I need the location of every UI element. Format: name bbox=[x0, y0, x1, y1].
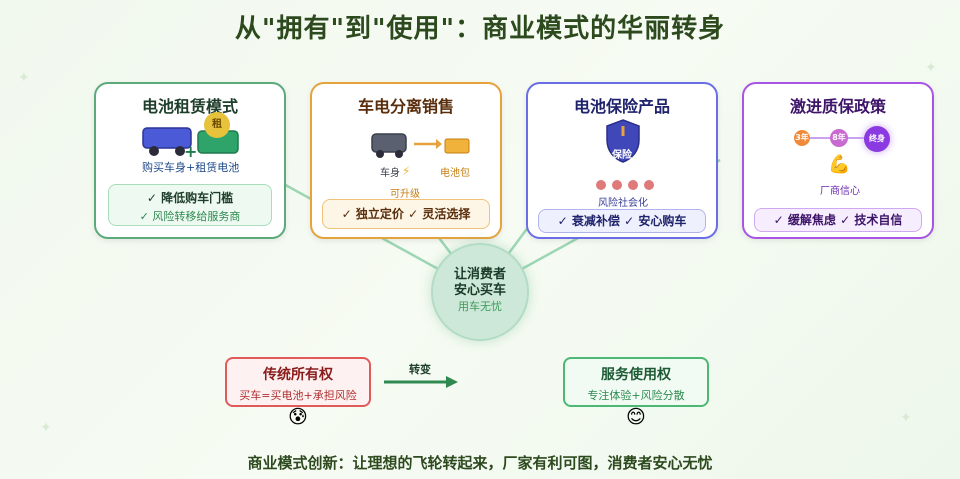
arrow-right-icon bbox=[414, 139, 442, 149]
smiling-face-icon: 😊 bbox=[626, 406, 646, 428]
sparkle-icon: ✦ bbox=[900, 410, 912, 426]
center-line-1: 让消费者 bbox=[453, 267, 506, 282]
card-battery-separation: 车电分离销售 车身 电池包 ⚡ 可升级 ✓ 独立定价 ✓ 灵活选择 bbox=[310, 82, 502, 239]
card-points-box: ✓ 衰减补偿 ✓ 安心购车 bbox=[538, 209, 706, 233]
car-body-label: 车身 bbox=[380, 168, 400, 179]
card-aggressive-warranty: 激进质保政策 3年 8年 终身 💪 厂商信心 ✓ 缓解焦虑 ✓ 技术自信 bbox=[742, 82, 934, 239]
people-dots bbox=[596, 180, 656, 192]
timeline-3-years: 3年 bbox=[794, 130, 810, 146]
shield-icon bbox=[606, 119, 640, 163]
upgrade-label: 可升级 bbox=[390, 189, 420, 200]
person-dot bbox=[596, 180, 606, 190]
footer-summary: 商业模式创新：让理想的飞轮转起来，厂家有利可图，消费者安心无忧 bbox=[247, 454, 713, 472]
person-dot bbox=[628, 180, 638, 190]
card-caption: 风险社会化 bbox=[598, 198, 648, 209]
truck-icon bbox=[142, 127, 192, 156]
card-title: 车电分离销售 bbox=[357, 97, 454, 116]
muscle-icon: 💪 bbox=[828, 154, 851, 175]
center-goal-circle: 让消费者 安心买车 用车无忧 bbox=[431, 243, 529, 341]
service-desc: 专注体验+风险分散 bbox=[587, 389, 685, 402]
traditional-desc: 买车=买电池+承担风险 bbox=[239, 389, 357, 402]
card-points-box: ✓ 独立定价 ✓ 灵活选择 bbox=[322, 199, 490, 229]
transition-arrow-icon bbox=[384, 376, 458, 388]
car-body-icon bbox=[371, 133, 407, 158]
card-caption: 购买车身+租赁电池 bbox=[142, 161, 240, 174]
center-line-3: 用车无忧 bbox=[458, 300, 502, 313]
sparkle-icon: ✦ bbox=[18, 70, 30, 86]
page-title: 从"拥有"到"使用"：商业模式的华丽转身 bbox=[234, 14, 726, 44]
rent-badge: 租 bbox=[204, 112, 230, 138]
service-title: 服务使用权 bbox=[601, 367, 671, 383]
battery-pack-icon bbox=[444, 138, 470, 154]
point-lower-threshold: ✓ 降低购车门槛 bbox=[146, 191, 234, 205]
card-points-box: ✓ 缓解焦虑 ✓ 技术自信 bbox=[754, 208, 922, 232]
card-battery-insurance: 电池保险产品 保险 风险社会化 ✓ 衰减补偿 ✓ 安心购车 bbox=[526, 82, 718, 239]
warranty-timeline: 3年 8年 终身 bbox=[794, 126, 894, 152]
person-dot bbox=[644, 180, 654, 190]
sparkle-icon: ✦ bbox=[40, 420, 52, 436]
card-title: 电池租赁模式 bbox=[141, 97, 238, 116]
shield-label: 保险 bbox=[612, 150, 632, 161]
card-title: 电池保险产品 bbox=[573, 97, 670, 116]
lightning-icon: ⚡ bbox=[402, 164, 411, 178]
card-caption: 厂商信心 bbox=[820, 186, 860, 197]
person-dot bbox=[612, 180, 622, 190]
card-battery-rental: 电池租赁模式 租 + 购买车身+租赁电池 ✓ 降低购车门槛 ✓ 风险转移给服务商 bbox=[94, 82, 286, 239]
card-title: 激进质保政策 bbox=[789, 97, 886, 116]
timeline-lifetime: 终身 bbox=[864, 126, 890, 152]
battery-pack-label: 电池包 bbox=[440, 168, 470, 179]
point-risk-transfer: ✓ 风险转移给服务商 bbox=[139, 210, 241, 223]
plus-icon: + bbox=[184, 142, 198, 161]
anxious-face-icon: 😰 bbox=[288, 406, 308, 428]
sparkle-icon: ✦ bbox=[925, 60, 937, 76]
timeline-8-years: 8年 bbox=[830, 129, 848, 147]
transition-label: 转变 bbox=[409, 363, 431, 376]
card-points-box: ✓ 降低购车门槛 ✓ 风险转移给服务商 bbox=[108, 184, 272, 226]
traditional-ownership-box: 传统所有权 买车=买电池+承担风险 bbox=[225, 357, 371, 407]
traditional-title: 传统所有权 bbox=[263, 367, 333, 383]
center-line-2: 安心买车 bbox=[453, 283, 506, 298]
service-usage-box: 服务使用权 专注体验+风险分散 bbox=[563, 357, 709, 407]
